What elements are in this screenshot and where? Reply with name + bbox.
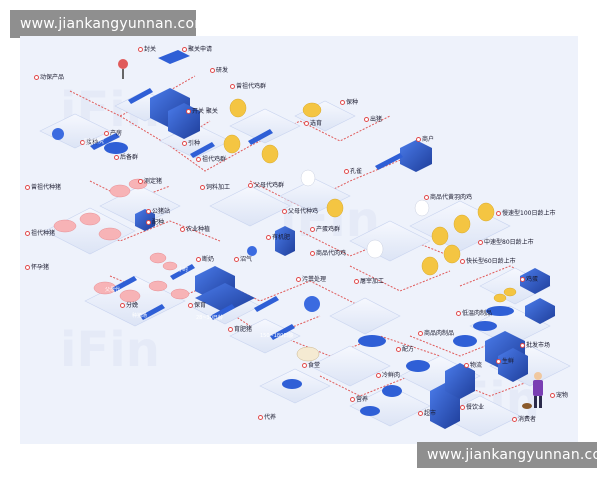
tag-doushi: 小时 — [178, 267, 189, 273]
label-huaiyun-zhu: 怀孕猪 — [25, 264, 49, 271]
consumer-figure — [522, 372, 543, 409]
label-zudai-jiqun: 祖代鸡群 — [196, 156, 226, 163]
label-dongbao-chanpin: 动保产品 — [34, 74, 64, 81]
label-chuzhu: 出猪 — [364, 116, 382, 123]
label-pifa-shichang: 批发市场 — [520, 342, 550, 349]
label-kaiguan-jutao: 开关 聚关 — [186, 108, 218, 115]
label-chanfu-jiqun: 产蛋鸡群 — [310, 226, 340, 233]
label-zengzudai-zhongzhu: 曾祖代种猪 — [25, 184, 61, 191]
label-peifang: 配方 — [396, 346, 414, 353]
diagram-artwork: iFin iFin iFin iFin — [39, 50, 571, 437]
label-shangpin-rouji: 商品代黄羽肉鸡 — [424, 194, 472, 201]
label-yufei-zhu: 育肥猪 — [228, 326, 252, 333]
label-chanqi: 产房 — [104, 130, 122, 137]
label-daiyang: 代养 — [258, 414, 276, 421]
blue-buildings — [135, 88, 555, 429]
label-peizhong: 配种 — [146, 219, 164, 226]
label-zengzu-daijiqun: 曾祖代鸡群 — [230, 83, 266, 90]
chickens — [223, 98, 517, 303]
label-duannai: 断奶 — [196, 256, 214, 263]
label-shangpin-niurou: 商品肉制品 — [418, 330, 454, 337]
label-jiezhong: 接种 — [80, 139, 98, 146]
label-canyin: 餐饮业 — [460, 404, 484, 411]
label-juguan-shenqing: 聚关申请 — [182, 46, 212, 53]
pigs — [53, 178, 190, 303]
label-jiandan: 鸡蛋 — [520, 276, 538, 283]
label-fumudai-jiqun: 父母代鸡群 — [248, 182, 284, 189]
industry-chain-diagram: iFin iFin iFin iFin — [20, 36, 578, 444]
label-xiaofeizhe: 消费者 — [512, 416, 536, 423]
label-zudai-zhongzhu: 祖代种猪 — [25, 230, 55, 237]
watermark-bottom: www.jiankangyunnan.com — [417, 442, 600, 468]
ribbon-arrows — [90, 88, 403, 340]
tag-days2: 150~180日龄 — [260, 333, 294, 339]
label-xuanyu: 选育 — [304, 120, 322, 127]
sheep — [296, 346, 320, 362]
label-shangpin-rouji-white: 商品代肉鸡 — [310, 250, 346, 257]
label-cedingzhu: 测定猪 — [138, 178, 162, 185]
label-yinzhong: 引种 — [182, 140, 200, 147]
tag-guojia-yanjiu: 国家研究 — [84, 139, 105, 145]
label-youjifei: 有机肥 — [266, 234, 290, 241]
organic-fertilizer-tank — [275, 226, 295, 256]
label-fenmian: 分娩 — [120, 302, 138, 309]
label-xiaoqian: 食堂 — [302, 362, 320, 369]
watermark-top: www.jiankangyunnan.com — [10, 10, 208, 38]
label-nongye-zhongzhi: 农业种植 — [180, 226, 210, 233]
label-kouyan: 孔雀 — [344, 168, 362, 175]
label-kuaisu-60: 快长型60日龄上市 — [460, 258, 516, 265]
label-gongzhuzhan: 公猪站 — [146, 208, 170, 215]
label-shengyu: 生鲜 — [496, 358, 514, 365]
tag-fumudai-zhu: 父母代 — [105, 287, 121, 293]
label-siliao-jiagong: 饲料加工 — [200, 184, 230, 191]
svg-text:iFin: iFin — [60, 322, 160, 378]
stop-sign-icon — [118, 59, 128, 79]
label-chaoshi: 超市 — [418, 410, 436, 417]
meat-products — [52, 128, 514, 416]
white-chickens — [300, 169, 430, 259]
label-wuliu: 物流 — [464, 362, 482, 369]
label-chongwu: 宠物 — [550, 392, 568, 399]
label-zhaoqi: 沼气 — [234, 256, 252, 263]
label-shang-hu: 商户 — [416, 136, 434, 143]
tag-zhongzhuchang: 种猪场 — [132, 313, 148, 319]
label-fumudai-chuxun: 父母代种鸡 — [282, 208, 318, 215]
label-zhongsu-80: 中速型80日龄上市 — [478, 239, 534, 246]
platform-great-grandparent-pigs — [44, 207, 136, 255]
label-lengshi: 冷鲜肉 — [376, 372, 400, 379]
tag-days: 28~30日龄 — [196, 315, 223, 321]
label-yantian-chuli: 污粪处理 — [296, 276, 326, 283]
folder-icon — [158, 50, 190, 64]
label-fengguan: 封关 — [138, 46, 156, 53]
label-baoyu: 保育 — [188, 302, 206, 309]
label-lengxian-roupin: 低温肉制品 — [456, 310, 492, 317]
label-houbei-qun: 后备群 — [114, 154, 138, 161]
label-baozhong: 保种 — [340, 99, 358, 106]
label-tuzai-jiagong: 屠宰加工 — [354, 278, 384, 285]
label-manshu-100: 慢速型100日龄上市 — [496, 210, 555, 217]
label-yingyang: 营养 — [350, 396, 368, 403]
label-yanfa: 研发 — [210, 67, 228, 74]
